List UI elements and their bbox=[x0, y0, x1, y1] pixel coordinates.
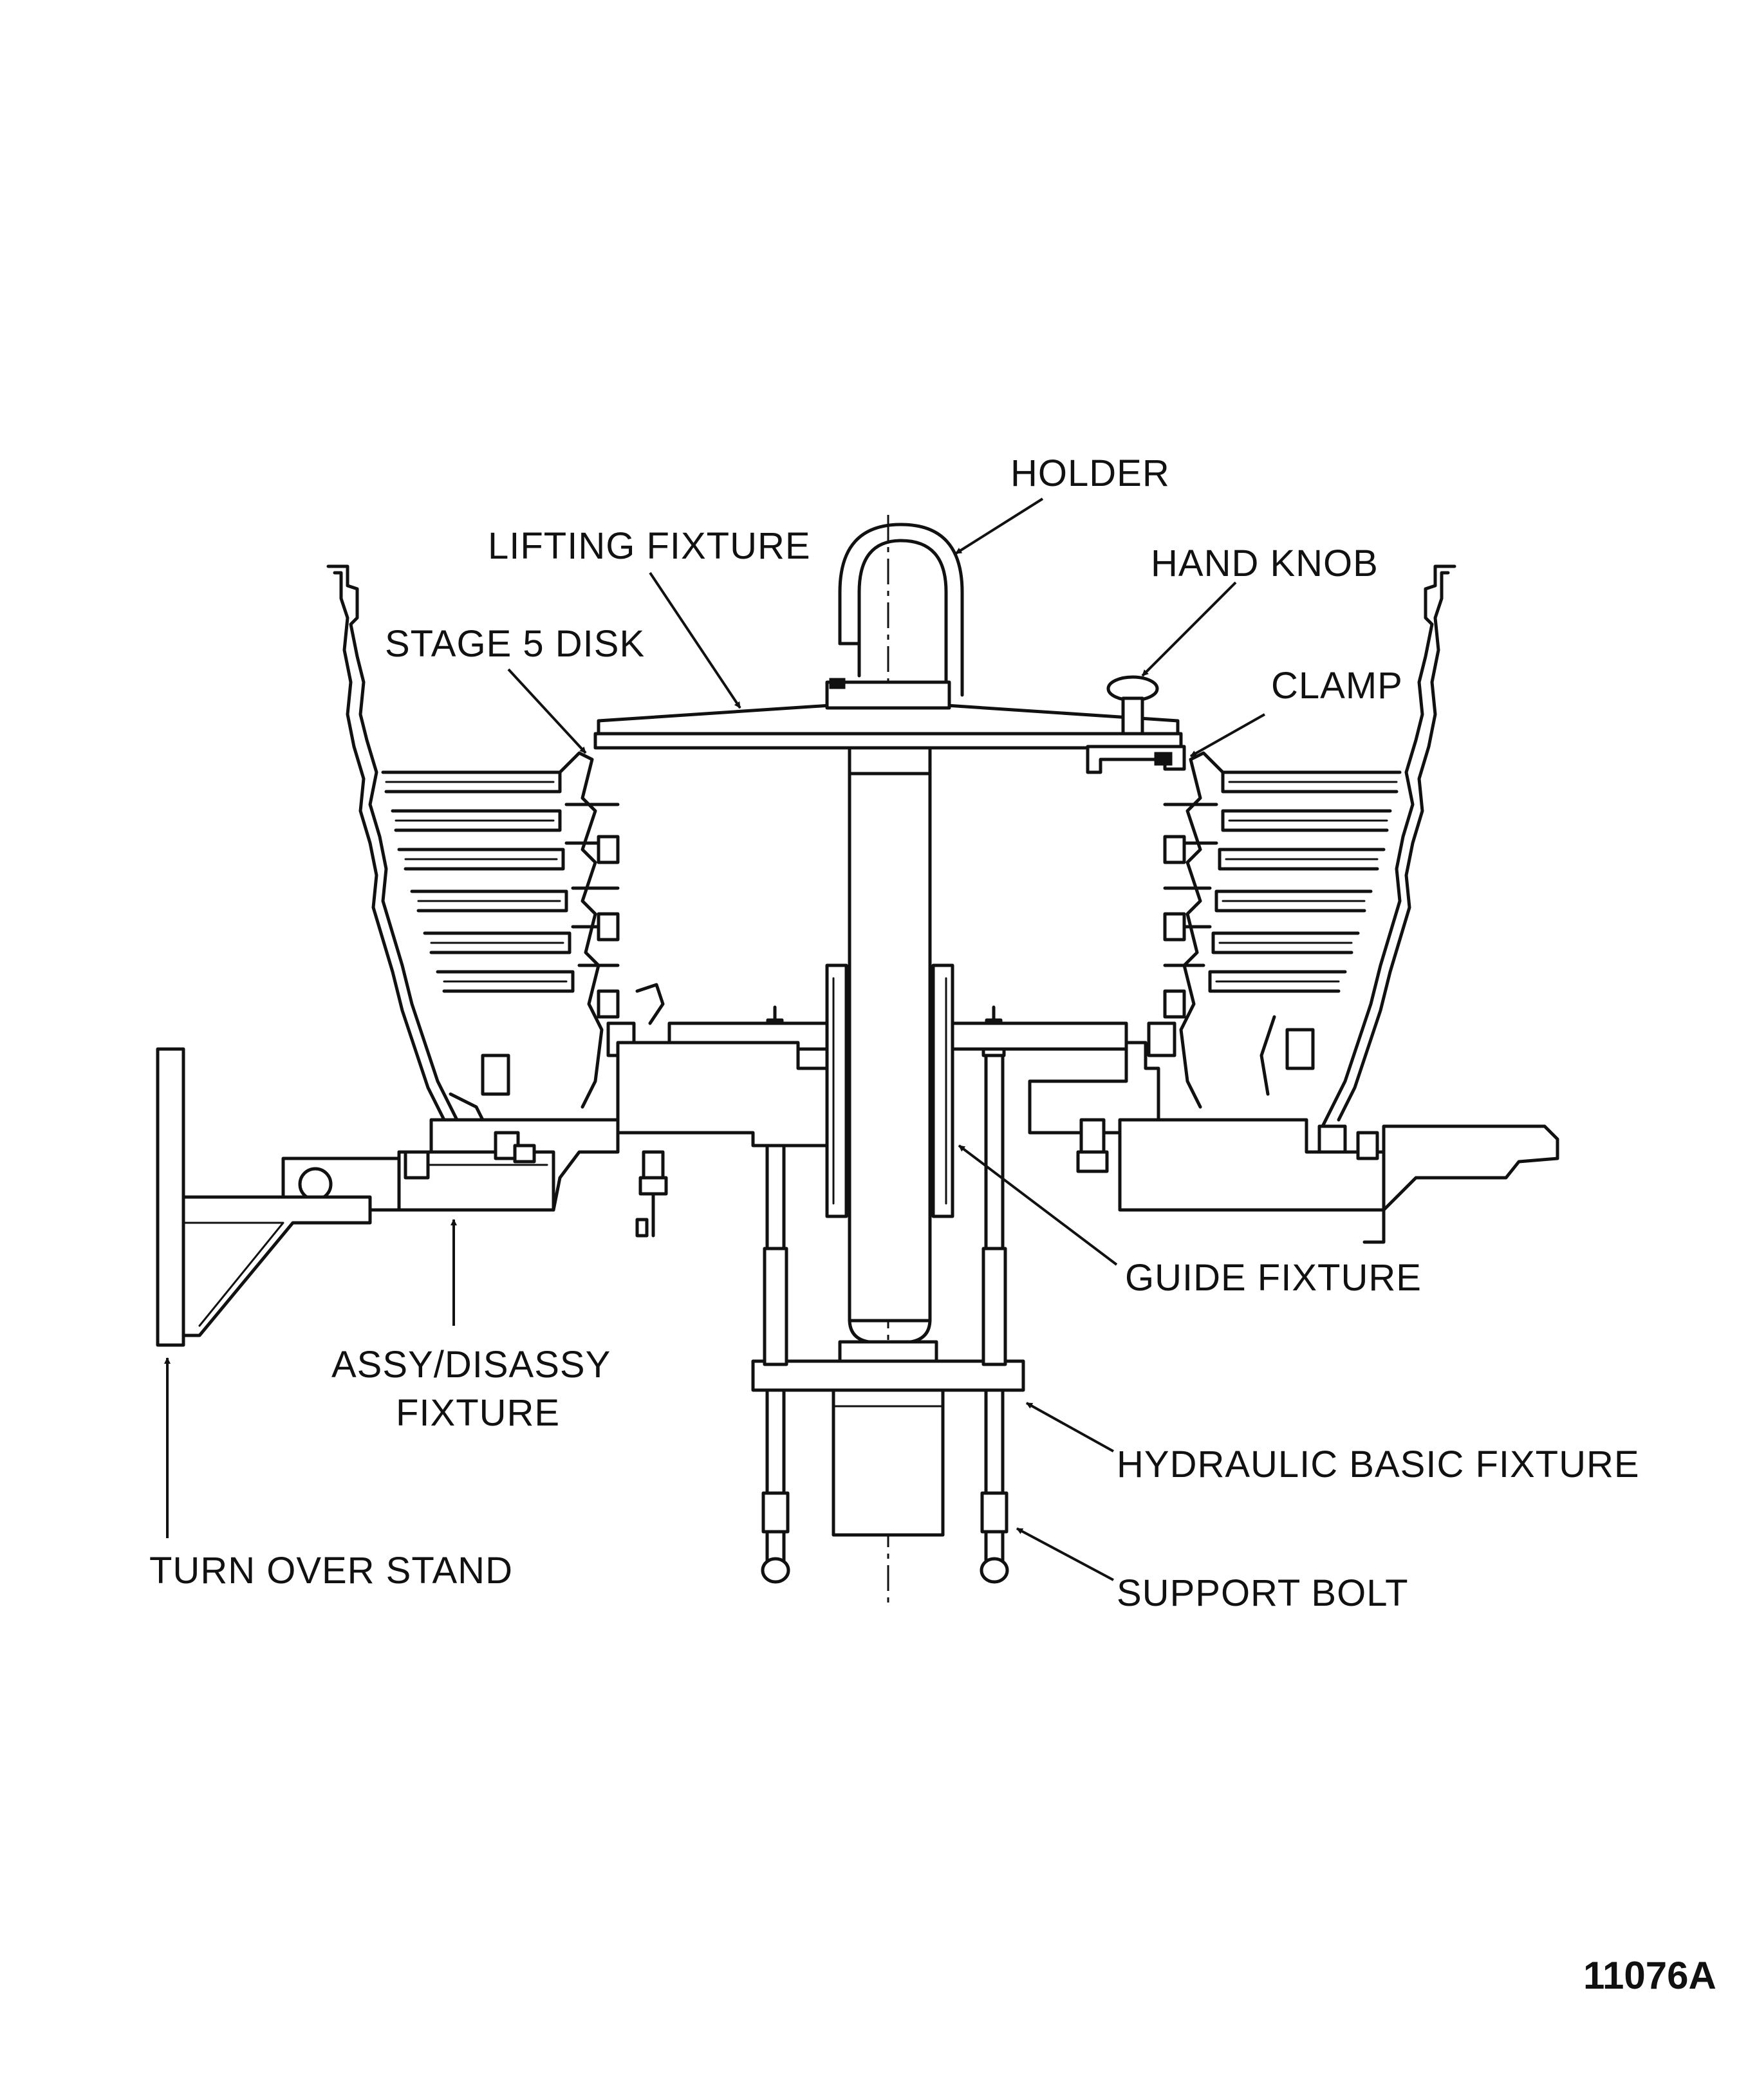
turn-over-stand bbox=[156, 1047, 372, 1347]
label-assy-disassy-line2: FIXTURE bbox=[396, 1392, 560, 1434]
holder-hook bbox=[838, 523, 964, 697]
compressor-rotor-right bbox=[1147, 564, 1456, 1135]
label-guide-fixture: GUIDE FIXTURE bbox=[1125, 1257, 1422, 1299]
figure-number: 11076A bbox=[1583, 1954, 1716, 1997]
label-assy-disassy-line1: ASSY/DISASSY bbox=[331, 1344, 611, 1386]
label-holder: HOLDER bbox=[1010, 452, 1170, 494]
assy-disassy-fixture-right bbox=[1028, 1041, 1559, 1244]
label-support-bolt: SUPPORT BOLT bbox=[1117, 1572, 1409, 1614]
label-stage5-disk: STAGE 5 DISK bbox=[385, 623, 645, 665]
hydraulic-basic-fixture bbox=[751, 1359, 1025, 1537]
label-turn-over-stand: TURN OVER STAND bbox=[149, 1550, 513, 1592]
label-lifting-fixture: LIFTING FIXTURE bbox=[488, 525, 811, 567]
guide-fixture bbox=[825, 963, 954, 1218]
label-hydraulic-basic-fixture: HYDRAULIC BASIC FIXTURE bbox=[1117, 1444, 1640, 1485]
label-clamp: CLAMP bbox=[1271, 665, 1403, 707]
clamp bbox=[1086, 745, 1186, 774]
ram-cylinder bbox=[838, 746, 938, 1363]
lifting-fixture-plate bbox=[593, 678, 1183, 750]
label-hand-knob: HAND KNOB bbox=[1151, 543, 1379, 584]
support-bolt-right bbox=[980, 1005, 1009, 1584]
cross-bar bbox=[667, 1021, 1128, 1051]
leader-lines bbox=[164, 497, 1265, 1581]
hand-knob bbox=[1106, 675, 1159, 736]
